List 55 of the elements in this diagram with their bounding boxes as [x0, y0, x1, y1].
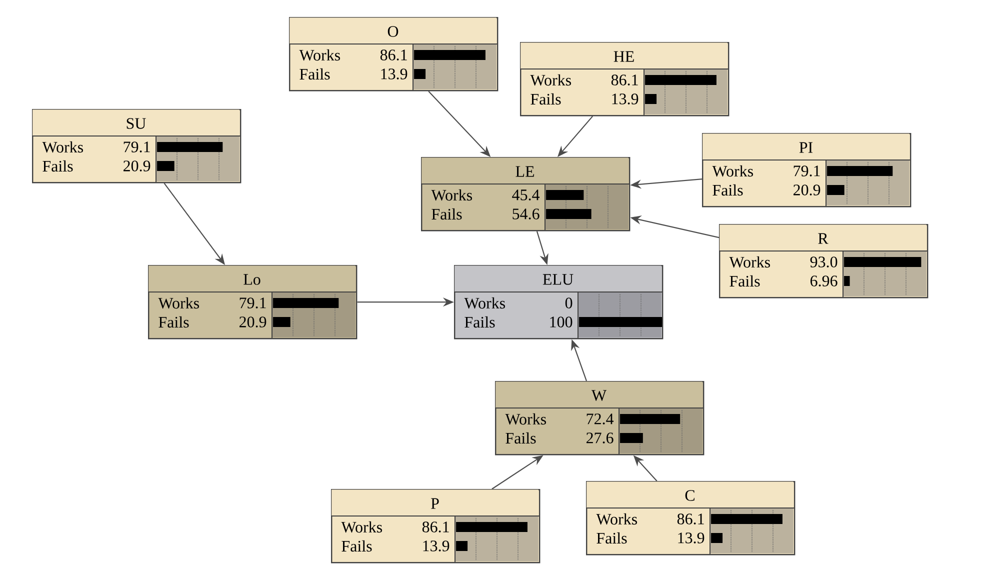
probability-value: 79.1	[124, 142, 150, 152]
state-label: Fails	[730, 275, 760, 287]
node-title: ELU	[542, 274, 574, 285]
probability-value: 13.9	[423, 540, 450, 552]
probability-value: 20.9	[794, 184, 820, 196]
probability-value: 86.1	[380, 50, 407, 60]
state-label: Works	[341, 521, 382, 533]
state-label: Works	[299, 49, 340, 61]
probability-value: 86.1	[422, 522, 449, 532]
probability-value: 27.6	[586, 432, 614, 444]
state-label: Works	[729, 256, 770, 268]
state-label: Fails	[712, 184, 743, 196]
probability-value: 13.9	[612, 94, 638, 104]
state-label: Fails	[432, 208, 462, 220]
probability-value: 54.6	[512, 208, 540, 220]
node-title: Lo	[244, 274, 260, 285]
state-label: Fails	[596, 532, 627, 544]
state-label: Works	[42, 141, 83, 153]
state-label: Fails	[530, 93, 561, 105]
state-label: Works	[505, 413, 546, 425]
probability-value: 20.9	[124, 160, 150, 172]
node-title: R	[818, 233, 828, 244]
state-label: Works	[431, 189, 472, 201]
probability-value: 100	[550, 316, 572, 328]
state-label: Works	[596, 513, 637, 525]
state-label: Works	[712, 165, 753, 177]
probability-value: 93.0	[810, 256, 838, 268]
probability-value: 20.9	[240, 316, 266, 328]
state-label: Fails	[464, 316, 495, 328]
probability-value: 45.4	[512, 190, 540, 200]
state-label: Works	[158, 297, 199, 309]
state-label: Fails	[300, 68, 330, 80]
state-label: Works	[464, 297, 505, 309]
state-label: Fails	[342, 540, 372, 552]
probability-value: 79.1	[794, 166, 820, 176]
node-title: SU	[126, 118, 146, 129]
state-label: Fails	[42, 160, 73, 172]
node-title: O	[388, 26, 398, 37]
state-label: Works	[530, 74, 571, 86]
probability-value: 13.9	[678, 532, 704, 544]
probability-value: 86.1	[611, 74, 638, 86]
node-title: PI	[799, 142, 813, 153]
node-title: HE	[614, 51, 634, 62]
probability-value: 13.9	[381, 68, 408, 80]
probability-value: 86.1	[677, 514, 704, 524]
node-title: C	[685, 490, 694, 501]
probability-value: 6.96	[810, 276, 838, 286]
probability-value: 79.1	[240, 298, 266, 308]
node-title: LE	[516, 166, 534, 177]
node-title: P	[431, 498, 439, 509]
state-label: Fails	[506, 432, 536, 444]
probability-value: 0	[565, 298, 572, 308]
node-title: W	[591, 390, 607, 401]
state-label: Fails	[158, 316, 189, 328]
probability-value: 72.4	[586, 414, 614, 424]
